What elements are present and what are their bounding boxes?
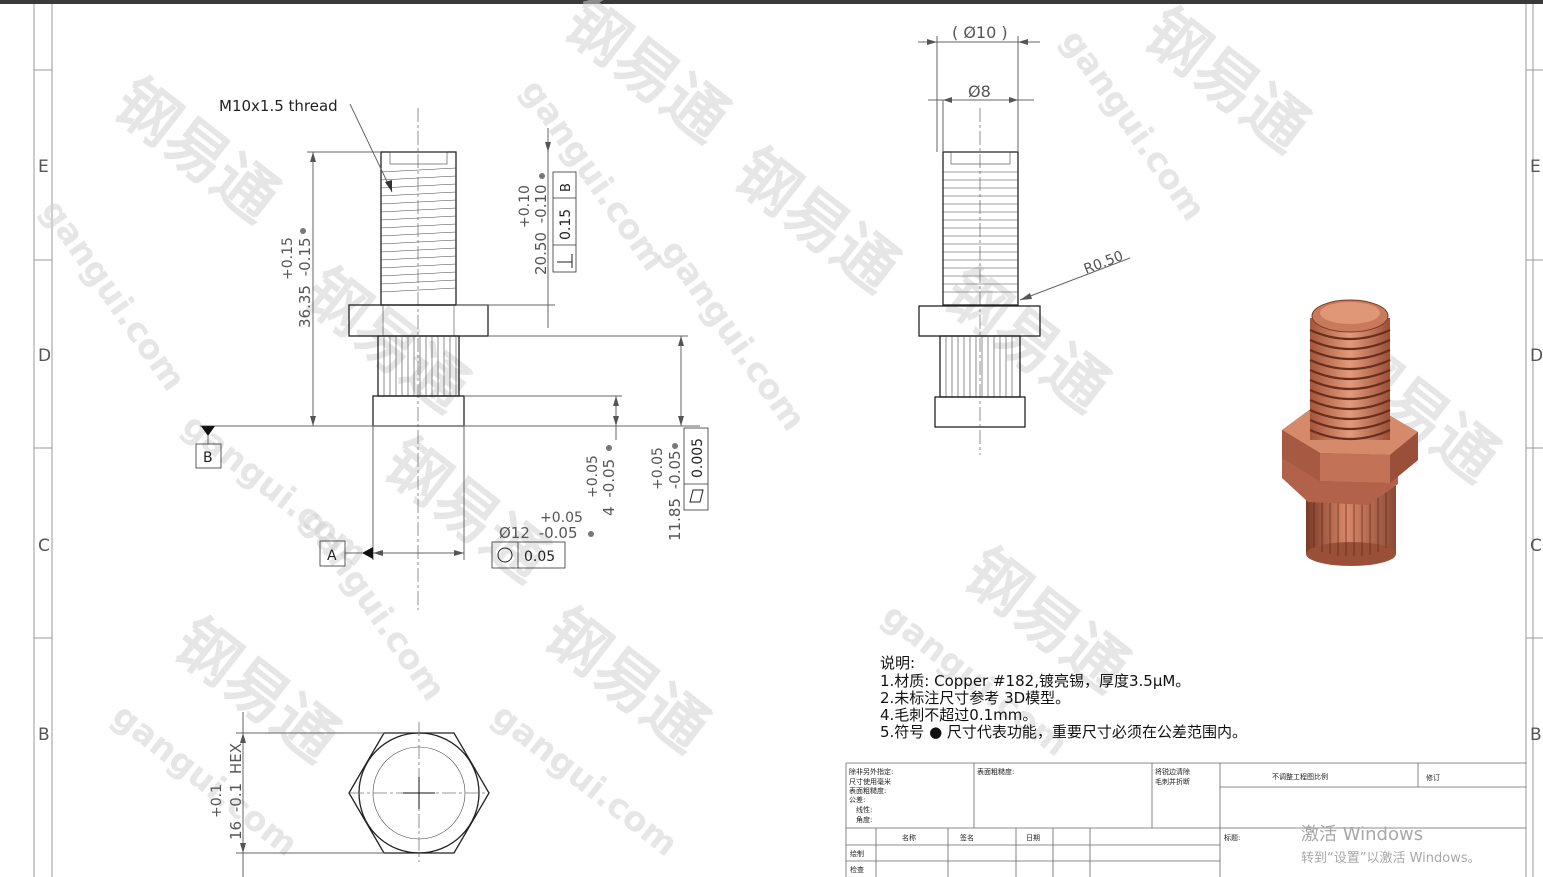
note-line: 1.材质: Copper #182,镀亮锡，厚度3.5μM。 xyxy=(880,672,1190,690)
dim-height-value: 11.85 xyxy=(666,498,684,541)
general-tol-line: 除非另外指定: xyxy=(849,767,893,776)
zone-left-e: E xyxy=(38,157,49,177)
general-tol-line: 线性: xyxy=(856,805,872,814)
perp-tolerance: 0.15 xyxy=(558,209,574,240)
zone-right-d: D xyxy=(1530,346,1543,366)
datum-b-label: B xyxy=(203,450,213,466)
dim-flange-tol-lower: -0.05 xyxy=(600,459,618,498)
circularity-icon xyxy=(497,547,513,563)
zone-left-b: B xyxy=(38,725,50,745)
windows-activation-overlay: 激活 Windows 转到“设置”以激活 Windows。 xyxy=(1301,824,1481,866)
no-scale-label: 不调整工程图比例 xyxy=(1272,772,1328,781)
iso-3d-model xyxy=(1282,299,1418,566)
zone-left-d: D xyxy=(38,346,51,366)
top-border xyxy=(0,0,1543,4)
zone-left-c: C xyxy=(38,536,50,556)
dim-outer-diameter: ( Ø10 ) xyxy=(952,23,1008,42)
watermark-brand: 钢易通 xyxy=(931,254,1123,426)
watermark-url: gangui.com xyxy=(653,232,814,438)
notes: 说明: 1.材质: Copper #182,镀亮锡，厚度3.5μM。 2.未标注… xyxy=(880,654,1247,741)
flatness-tolerance: 0.005 xyxy=(690,438,706,478)
note-line: 2.未标注尺寸参考 3D模型。 xyxy=(880,689,1070,707)
svg-text:16 -0.1 HEX: 16 -0.1 HEX xyxy=(227,743,245,840)
title-block: 除非另外指定: 尺寸使用毫米 表面粗糙度: 公差: 线性: 角度: 表面粗糙度:… xyxy=(845,762,1526,877)
svg-text:20.50 -0.10: 20.50 -0.10 xyxy=(532,184,550,275)
side-view: ( Ø10 ) Ø8 R0.50 xyxy=(918,23,1131,455)
thread-note: M10x1.5 thread xyxy=(219,97,338,115)
svg-text:11.85 -0.05: 11.85 -0.05 xyxy=(666,450,684,541)
dim-diameter-value: Ø12 xyxy=(499,524,530,542)
general-tol-line: 表面粗糙度: xyxy=(849,786,886,795)
svg-text:Ø12 -0.05: Ø12 -0.05 xyxy=(499,524,578,542)
zone-right-b: B xyxy=(1530,725,1542,745)
zone-right-e: E xyxy=(1530,157,1541,177)
zone-right-c: C xyxy=(1530,536,1542,556)
sheet-frame: E D C B E D C B xyxy=(33,4,1543,877)
dim-thread-tol-lower: -0.10 xyxy=(532,184,550,223)
hex-tol-upper: +0.1 xyxy=(209,784,225,818)
dim-overall-tol-upper: +0.15 xyxy=(280,237,296,280)
hex-tol-lower: -0.1 xyxy=(227,783,245,812)
datum-a-label: A xyxy=(327,548,337,564)
general-tol-line: 尺寸使用毫米 xyxy=(849,777,891,786)
general-tol-line: 角度: xyxy=(856,815,872,824)
perpendicularity-icon xyxy=(557,254,573,268)
surface-finish-label: 表面粗糙度: xyxy=(977,767,1014,776)
activate-title: 激活 Windows xyxy=(1301,824,1423,845)
dim-thread-value: 20.50 xyxy=(532,232,550,275)
perp-datum: B xyxy=(559,183,574,192)
watermark-url: gangui.com xyxy=(33,192,194,398)
dim-thread-tol-upper: +0.10 xyxy=(517,185,533,228)
col-sign: 签名 xyxy=(960,833,974,842)
general-tol-line: 公差: xyxy=(849,795,865,804)
watermark-brand: 钢易通 xyxy=(101,64,293,236)
note-line: 5.符号 ● 尺寸代表功能，重要尺寸必须在公差范围内。 xyxy=(880,723,1247,741)
dim-height-tol-lower: -0.05 xyxy=(666,450,684,489)
deburr-line: 毛刺并折断 xyxy=(1155,777,1190,786)
circularity-tolerance: 0.05 xyxy=(524,549,555,565)
dim-diameter-tol-upper: +0.05 xyxy=(540,510,583,526)
hex-value: 16 xyxy=(227,821,245,840)
dim-flange-tol-upper: +0.05 xyxy=(585,455,601,498)
note-line: 4.毛刺不超过0.1mm。 xyxy=(880,706,1037,724)
row-draw: 绘制 xyxy=(850,849,864,858)
dim-diameter-tol-lower: -0.05 xyxy=(539,524,578,542)
flatness-icon xyxy=(689,489,704,503)
row-check: 检查 xyxy=(850,865,864,874)
activate-subtitle: 转到“设置”以激活 Windows。 xyxy=(1301,851,1481,866)
dim-overall-tol-lower: -0.15 xyxy=(296,237,314,276)
front-view: B M10x1.5 thread 36.35 -0.15 +0.15 20.50… xyxy=(195,97,709,610)
dim-overall-value: 36.35 xyxy=(296,285,314,328)
revision-label: 修订 xyxy=(1426,773,1440,782)
col-date: 日期 xyxy=(1026,834,1040,842)
dim-inner-diameter: Ø8 xyxy=(968,82,991,101)
watermark-brand: 钢易通 xyxy=(721,134,913,306)
bottom-view: 16 -0.1 HEX +0.1 xyxy=(209,712,490,877)
title-label: 标题: xyxy=(1224,833,1240,842)
watermark-brand: 钢易通 xyxy=(371,424,563,596)
radius-note: R0.50 xyxy=(1082,248,1126,278)
dim-height-tol-upper: +0.05 xyxy=(650,447,666,490)
deburr-line: 将锐边清除 xyxy=(1155,767,1190,776)
notes-heading: 说明: xyxy=(880,654,915,672)
svg-text:4 -0.05: 4 -0.05 xyxy=(600,459,618,516)
col-name: 名称 xyxy=(902,833,916,842)
svg-text:36.35 -0.15: 36.35 -0.15 xyxy=(296,237,314,328)
dim-flange-value: 4 xyxy=(600,506,618,516)
hex-label: HEX xyxy=(227,743,245,774)
